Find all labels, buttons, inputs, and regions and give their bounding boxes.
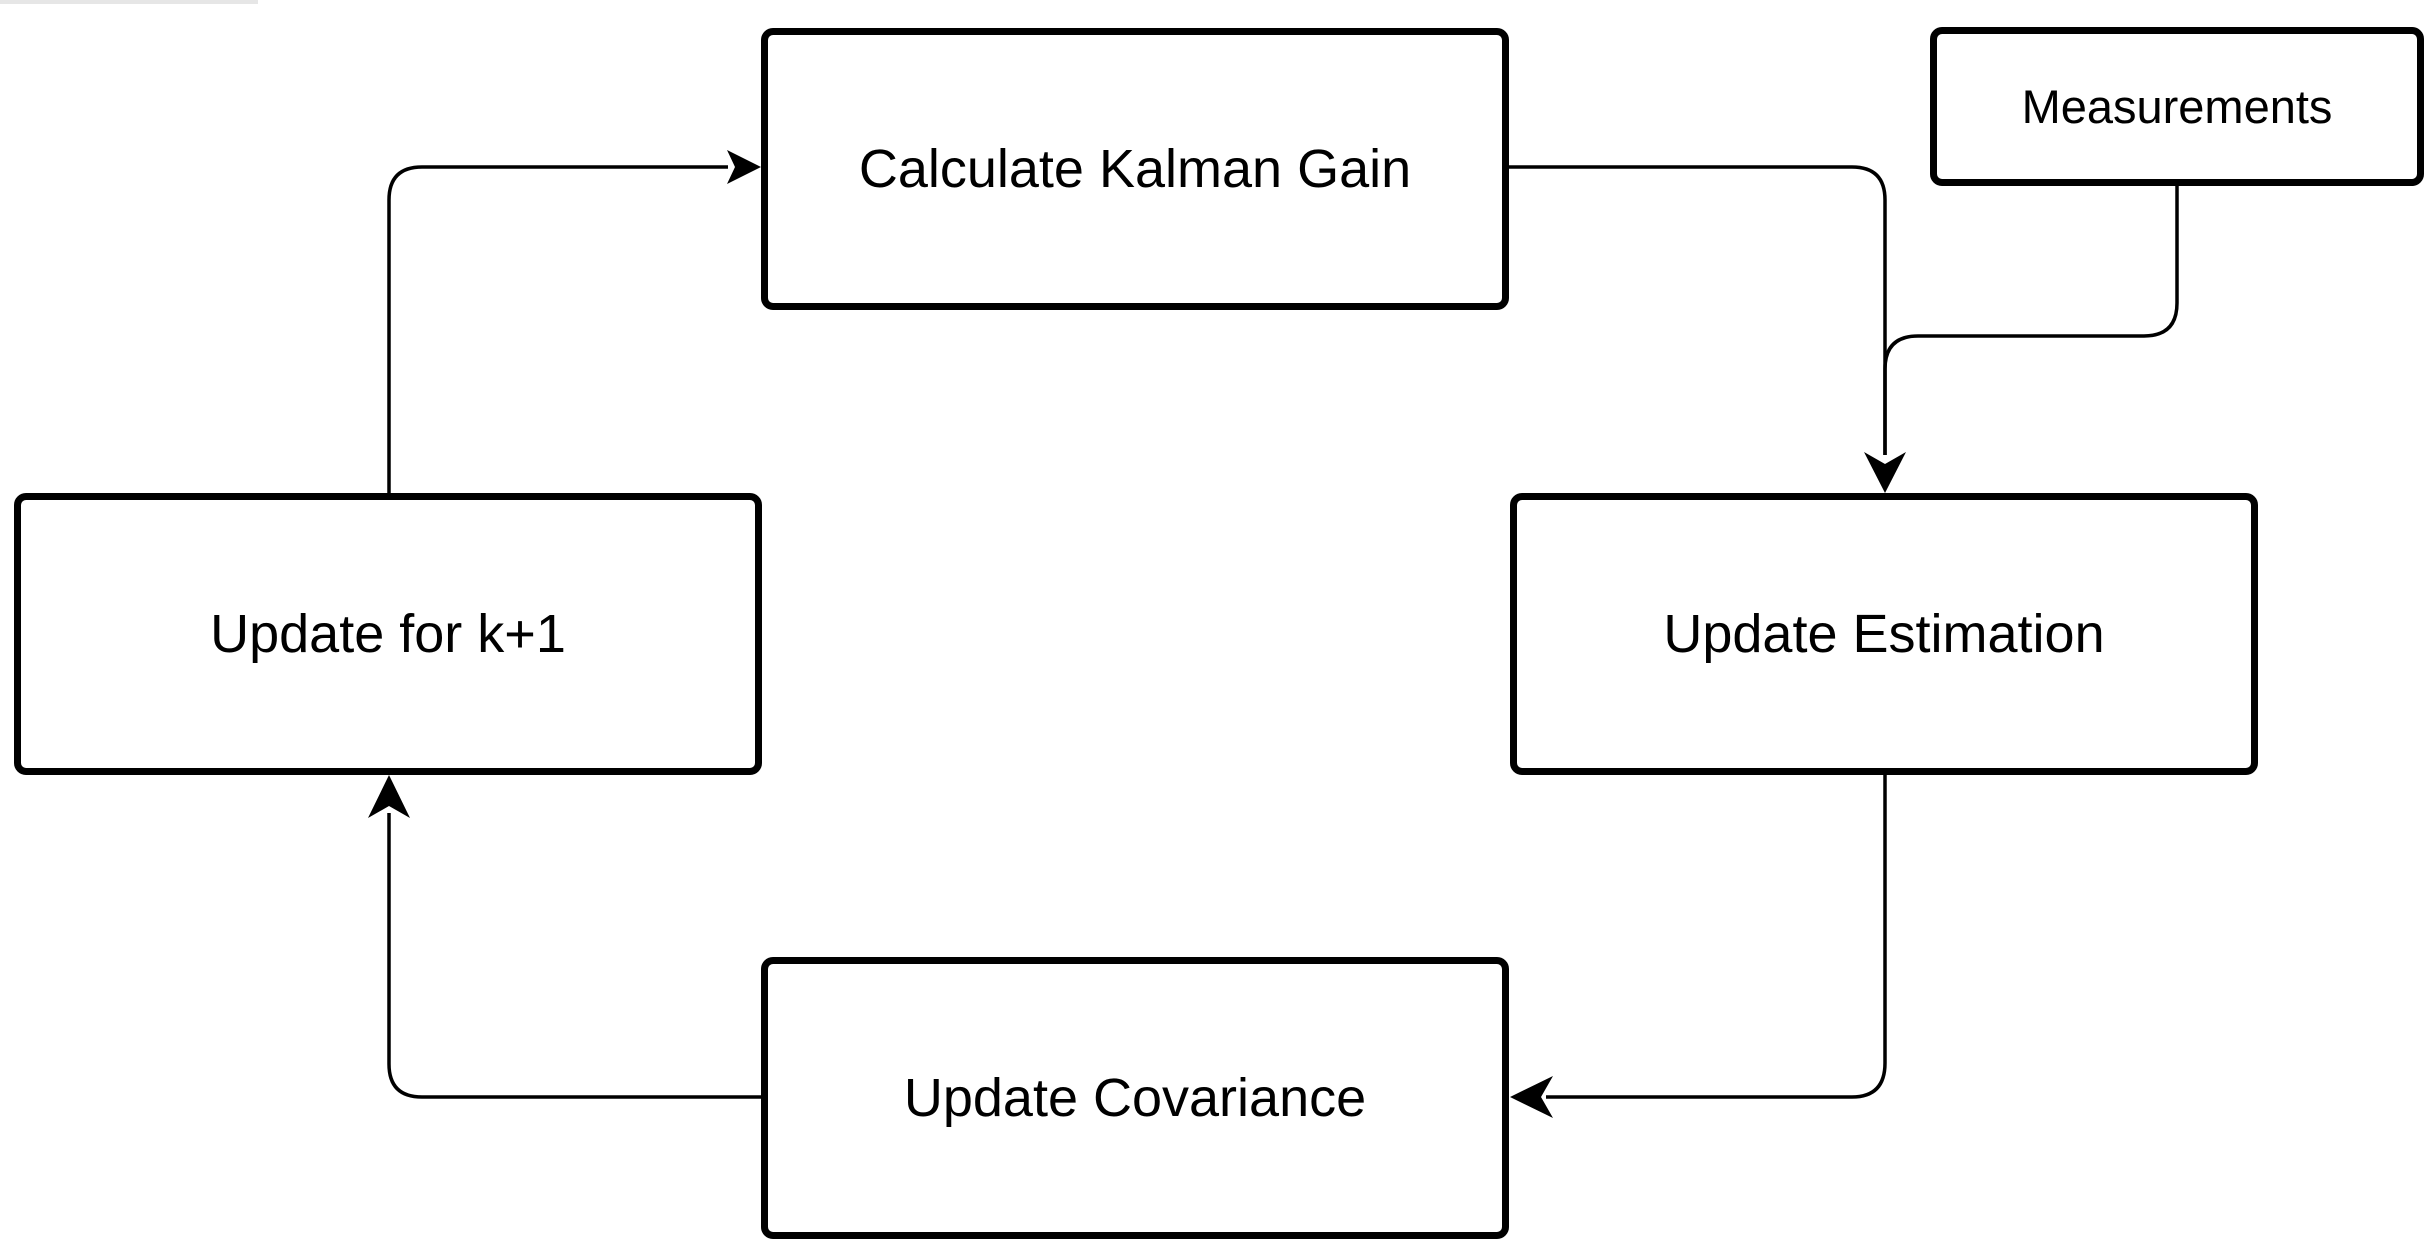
- node-label: Update Estimation: [1663, 604, 2105, 664]
- node-measurements[interactable]: Measurements: [1930, 27, 2424, 186]
- arrowhead: [1864, 452, 1906, 493]
- node-calculate-kalman-gain[interactable]: Calculate Kalman Gain: [761, 28, 1509, 310]
- arrowhead: [1510, 1076, 1553, 1118]
- node-label: Calculate Kalman Gain: [858, 139, 1412, 199]
- arrowhead: [368, 775, 410, 818]
- node-label: Measurements: [2021, 80, 2333, 133]
- edge-update-k-to-kalman: [387, 150, 761, 493]
- node-update-estimation[interactable]: Update Estimation: [1510, 493, 2258, 775]
- arrowhead: [727, 150, 761, 184]
- node-update-for-k-plus-1[interactable]: Update for k+1: [14, 493, 762, 775]
- edge-measurements-to-estimation: [1883, 185, 2179, 455]
- node-update-covariance[interactable]: Update Covariance: [761, 957, 1509, 1239]
- canvas-tab-strip: [0, 0, 258, 4]
- node-label: Update Covariance: [903, 1068, 1367, 1128]
- edge-covariance-to-update-k: [368, 775, 761, 1099]
- edge-estimation-to-covariance: [1510, 775, 1887, 1118]
- node-label: Update for k+1: [210, 604, 566, 664]
- edge-kalman-to-estimation: [1509, 165, 1906, 493]
